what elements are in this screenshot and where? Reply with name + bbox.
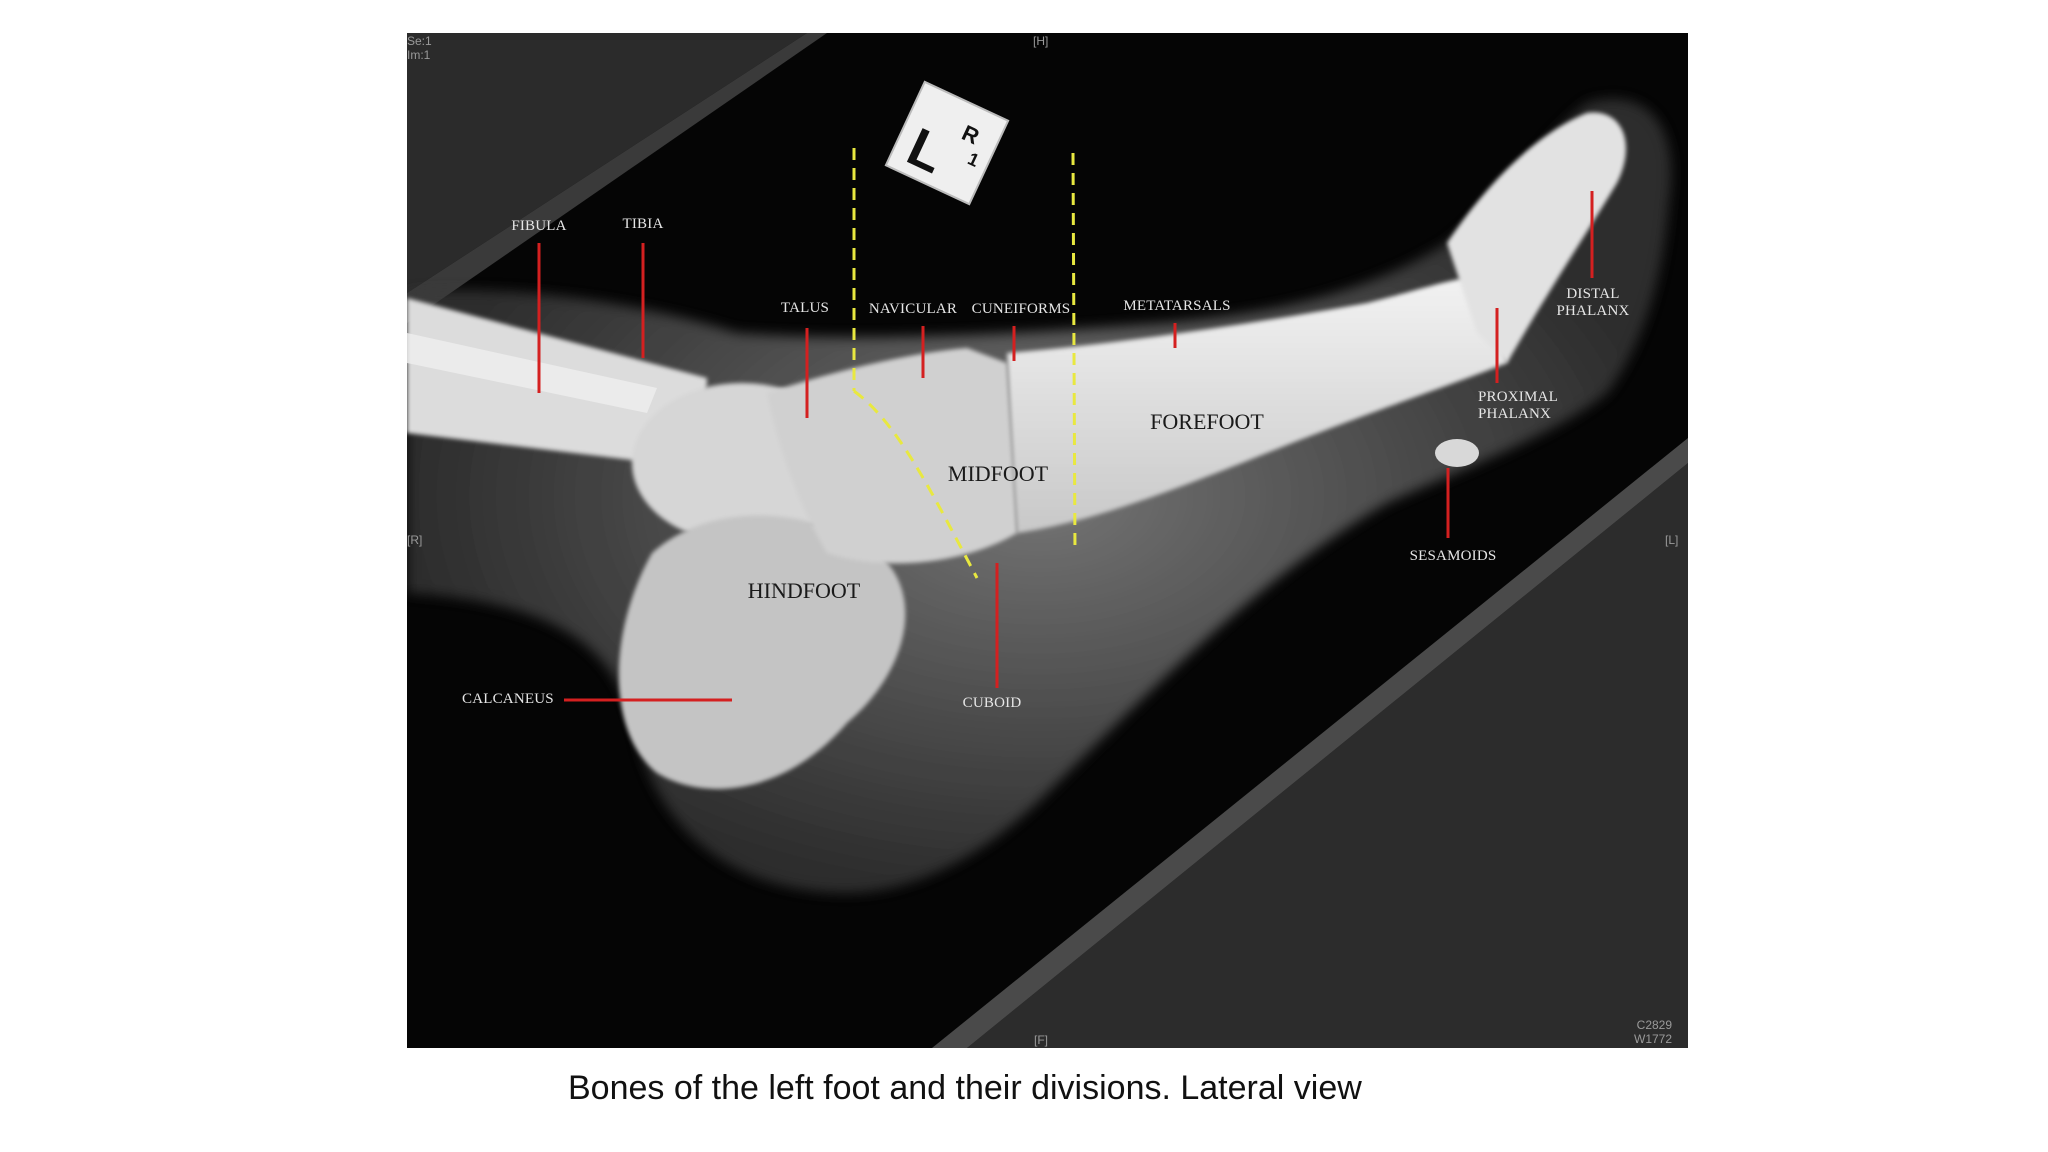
label-proximal-phalanx: PROXIMAL PHALANX [1478,389,1558,422]
region-midfoot: MIDFOOT [947,461,1049,486]
background-edge [407,33,827,323]
label-calcaneus: CALCANEUS [462,691,554,707]
label-sesamoids: SESAMOIDS [1409,548,1497,564]
calcaneus-bone [618,515,906,789]
metatarsal-bones [1007,277,1507,533]
figure-caption: Bones of the left foot and their divisio… [568,1069,1362,1107]
overlay-head-marker: [H] [1033,34,1049,48]
label-cuneiforms: CUNEIFORMS [971,301,1071,317]
midfoot-bones [767,348,1017,564]
overlay-foot-marker: [F] [1034,1033,1048,1047]
sesamoid-bones [1435,439,1479,467]
midfoot-forefoot-division-line [1071,152,1077,554]
label-navicular: NAVICULAR [868,301,958,317]
xray-image: R 1 L FIBULA [407,33,1688,1048]
phalanx-bones [1447,112,1626,363]
region-hindfoot: HINDFOOT [747,578,861,603]
label-talus: TALUS [780,300,830,316]
label-fibula: FIBULA [511,218,567,234]
overlay-left-marker: [L] [1665,533,1679,547]
pointer-lines [537,191,1594,702]
foot-radiograph: R 1 L [407,33,1688,1048]
background-edge [932,438,1688,1048]
overlay-series-image: Se:1 Im:1 [407,34,432,62]
label-metatarsals: METATARSALS [1123,298,1231,314]
side-marker: R 1 L [884,80,1010,206]
label-cuboid: CUBOID [962,695,1022,711]
hindfoot-midfoot-curve-line [853,389,979,579]
fibula-bone [407,333,657,413]
overlay-window-level: C2829 W1772 [1634,1018,1673,1046]
label-tibia: TIBIA [622,216,664,232]
overlay-right-marker: [R] [407,533,423,547]
region-forefoot: FOREFOOT [1150,409,1264,434]
label-distal-phalanx: DISTAL PHALANX [1556,286,1630,319]
